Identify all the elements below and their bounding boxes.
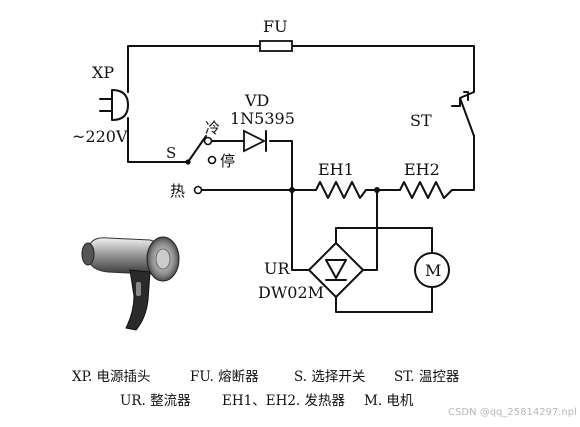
junction-dot	[374, 187, 380, 193]
diode-symbol	[243, 129, 267, 153]
switch-label: S	[166, 144, 176, 162]
switch-blade	[187, 135, 207, 163]
plug-label: XP	[92, 63, 114, 82]
rectifier-diode-symbol	[325, 259, 347, 281]
wire-top-right	[291, 45, 475, 93]
hair-dryer-picture	[81, 236, 180, 331]
wire-diode-to-heater	[269, 140, 293, 191]
rectifier-bridge-symbol	[308, 242, 364, 298]
legend-item: UR. 整流器	[120, 393, 191, 409]
wire-mid-to-bridge	[362, 189, 378, 271]
fuse-label: FU	[263, 17, 288, 36]
wire-bridge-top	[335, 227, 433, 253]
diode-part-label: 1N5395	[230, 109, 295, 128]
legend-item: M. 电机	[364, 393, 414, 409]
switch-cold-label: 冷	[205, 119, 220, 137]
switch-stop-label: 停	[220, 152, 235, 170]
wire-left-to-bridge	[291, 189, 310, 271]
motor-symbol	[414, 252, 450, 288]
legend-item: S. 选择开关	[294, 369, 365, 385]
thermostat-label: ST	[410, 111, 432, 130]
plug-symbol	[111, 89, 129, 121]
plug-prong	[99, 98, 113, 112]
switch-contact-cold	[203, 136, 213, 146]
motor-label: M	[425, 261, 441, 280]
wire-bridge-bottom	[335, 287, 433, 313]
legend-item: FU. 熔断器	[190, 369, 259, 385]
heater-eh1-symbol	[315, 181, 367, 199]
wire-plug-to-switch	[127, 117, 187, 163]
watermark: CSDN @qq_25814297.npl	[448, 407, 577, 418]
legend-item: ST. 温控器	[394, 369, 460, 385]
legend-item: EH1、EH2. 发热器	[222, 393, 346, 409]
heater-eh1-label: EH1	[318, 160, 354, 179]
switch-contact-stop	[207, 155, 217, 165]
wire-top	[127, 45, 261, 93]
junction-dot	[289, 187, 295, 193]
heater-eh2-label: EH2	[404, 160, 440, 179]
rectifier-label: UR	[264, 259, 290, 278]
switch-contact-hot	[193, 185, 203, 195]
thermostat-symbol	[451, 91, 475, 137]
switch-hot-label: 热	[170, 182, 185, 200]
heater-eh2-symbol	[399, 181, 453, 199]
voltage-label: ~220V	[72, 127, 128, 146]
fuse-symbol	[259, 40, 293, 52]
diode-label: VD	[244, 91, 269, 110]
wire-right	[451, 135, 475, 191]
legend-item: XP. 电源插头	[72, 369, 151, 385]
rectifier-part-label: DW02M	[258, 283, 324, 302]
